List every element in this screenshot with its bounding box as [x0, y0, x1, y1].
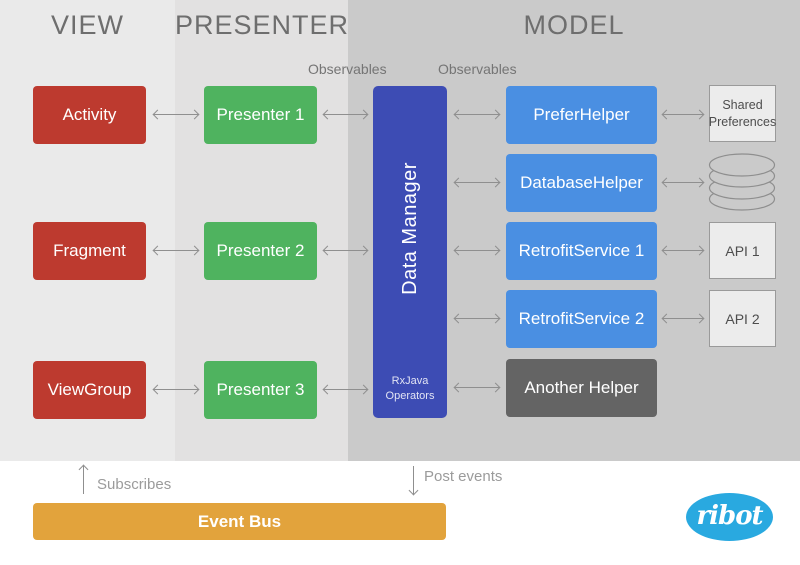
double-arrow — [324, 389, 367, 390]
api-2-box: API 2 — [709, 290, 776, 347]
subscribes-up-arrow — [83, 466, 84, 494]
database-cylinder-icon — [708, 153, 776, 211]
post-events-down-arrow — [413, 466, 414, 494]
api-1-box: API 1 — [709, 222, 776, 279]
double-arrow — [324, 250, 367, 251]
database-helper-box: DatabaseHelper — [506, 154, 657, 212]
double-arrow — [154, 114, 198, 115]
prefer-helper-box: PreferHelper — [506, 86, 657, 144]
double-arrow — [663, 250, 703, 251]
presenter-1-box: Presenter 1 — [204, 86, 317, 144]
data-manager-box: Data Manager RxJava Operators — [373, 86, 447, 418]
double-arrow — [663, 114, 703, 115]
data-manager-label: Data Manager — [398, 161, 421, 295]
operators-line: Operators — [385, 390, 435, 403]
another-helper-box: Another Helper — [506, 359, 657, 417]
model-column-heading: MODEL — [523, 10, 625, 40]
retrofit-service-2-box: RetrofitService 2 — [506, 290, 657, 348]
ribot-logo-text: ribot — [696, 501, 763, 531]
activity-box: Activity — [33, 86, 146, 144]
viewgroup-box: ViewGroup — [33, 361, 146, 419]
presenter-2-box: Presenter 2 — [204, 222, 317, 280]
double-arrow — [663, 318, 703, 319]
observables-label-right: Observables — [438, 61, 517, 77]
shared-preferences-box: Shared Preferences — [709, 85, 776, 142]
double-arrow — [663, 182, 703, 183]
double-arrow — [455, 250, 499, 251]
view-column-heading: VIEW — [50, 10, 124, 40]
rxjava-line: RxJava — [391, 375, 429, 388]
ribot-logo: ribot — [686, 493, 773, 541]
fragment-box: Fragment — [33, 222, 146, 280]
double-arrow — [154, 250, 198, 251]
subscribes-label: Subscribes — [97, 476, 172, 493]
double-arrow — [324, 114, 367, 115]
presenter-column-heading: PRESENTER — [175, 10, 350, 40]
retrofit-service-1-box: RetrofitService 1 — [506, 222, 657, 280]
double-arrow — [455, 387, 499, 388]
presenter-3-box: Presenter 3 — [204, 361, 317, 419]
double-arrow — [455, 114, 499, 115]
double-arrow — [455, 182, 499, 183]
double-arrow — [455, 318, 499, 319]
event-bus-box: Event Bus — [33, 503, 446, 540]
post-events-label: Post events — [424, 468, 503, 485]
rxjava-operators-label: RxJava Operators — [373, 374, 447, 404]
observables-label-left: Observables — [308, 61, 387, 77]
double-arrow — [154, 389, 198, 390]
